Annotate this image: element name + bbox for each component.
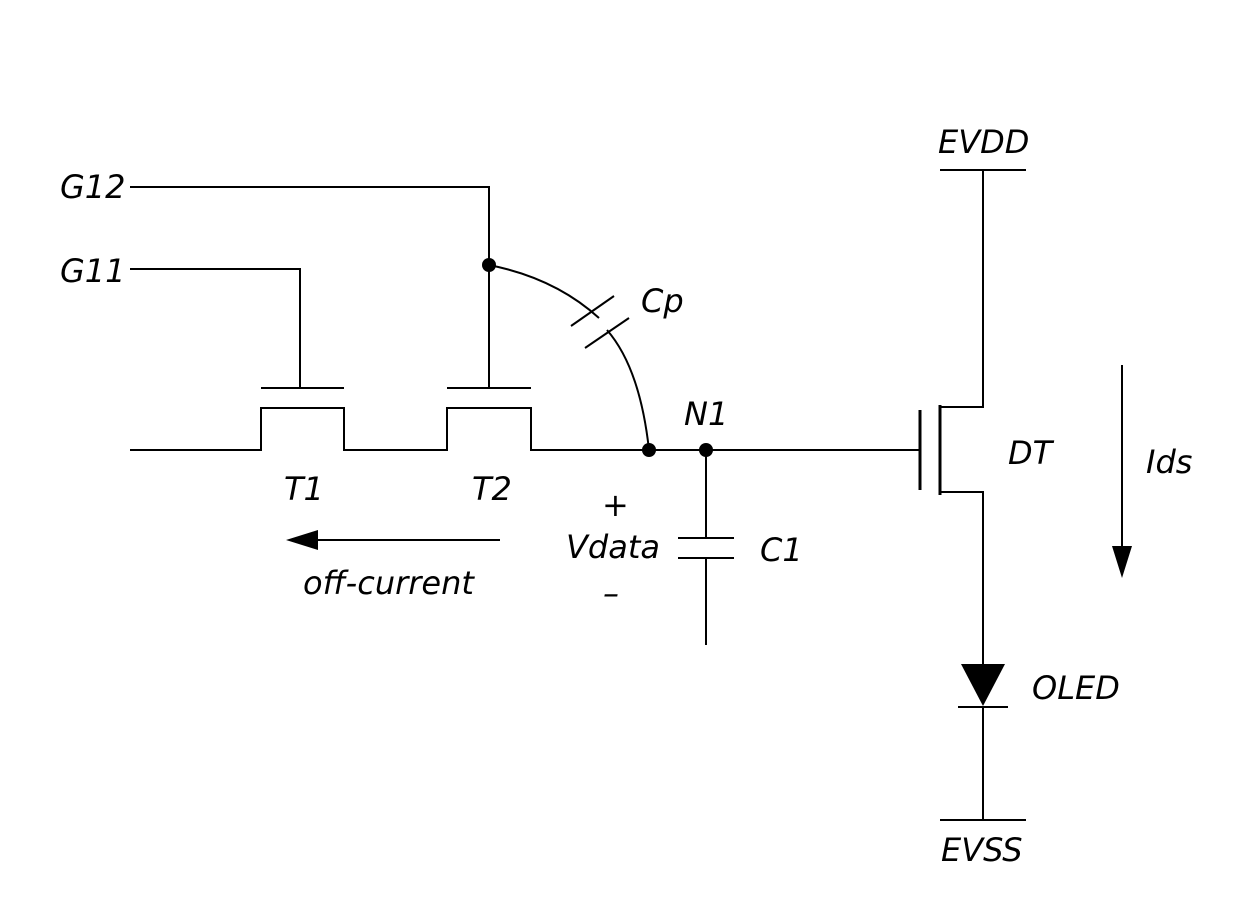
off-current-arrow [286, 530, 500, 550]
cp-label: Cp [641, 282, 684, 320]
evss-label: EVSS [941, 831, 1023, 869]
ids-label: Ids [1146, 443, 1192, 481]
t1-label: T1 [284, 470, 324, 508]
dt-label: DT [1008, 434, 1055, 472]
dt-transistor [895, 170, 983, 664]
vdata-label: Vdata [566, 528, 660, 566]
vdata-minus-label: – [603, 574, 619, 612]
ids-arrow [1112, 365, 1132, 578]
g12-label: G12 [60, 168, 126, 206]
g12-wire [130, 187, 531, 388]
main-line [130, 408, 649, 450]
c1-label: C1 [760, 531, 803, 569]
oled-label: OLED [1032, 669, 1120, 707]
t2-label: T2 [472, 470, 512, 508]
oled-diode [958, 664, 1008, 820]
n1-label: N1 [684, 395, 728, 433]
evdd-label: EVDD [938, 123, 1029, 161]
off-current-label: off-current [303, 564, 475, 602]
cp-junction-dot [642, 443, 656, 457]
vdata-plus-label: + [602, 486, 629, 524]
g11-label: G11 [60, 252, 126, 290]
g12-junction-dot [482, 258, 496, 272]
g11-wire [130, 269, 344, 388]
cp-capacitor [489, 265, 649, 450]
c1-capacitor [678, 450, 734, 645]
